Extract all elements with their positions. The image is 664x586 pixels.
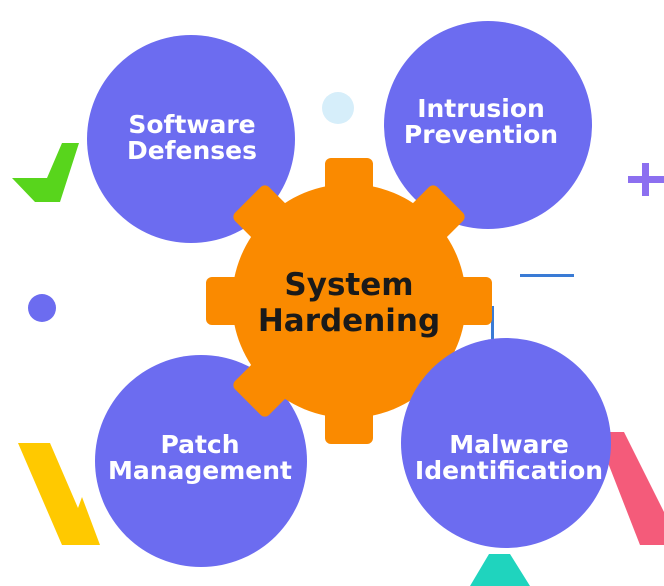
purple-dot-decoration: [28, 294, 56, 322]
software-defenses-label-line2: Defenses: [127, 136, 257, 165]
patch-management-label-line1: Patch: [160, 430, 239, 459]
center-title-line2: Hardening: [258, 303, 440, 339]
pink-stripe-decoration: [596, 432, 664, 545]
green-check-decoration: [12, 143, 79, 202]
blue-dash-vertical: [491, 306, 494, 339]
intrusion-prevention-circle: [384, 21, 592, 229]
intrusion-prevention-label-line2: Prevention: [404, 120, 558, 149]
intrusion-prevention-label-line1: Intrusion: [417, 94, 545, 123]
malware-identification-circle: [401, 338, 611, 548]
center-title-line1: System: [284, 267, 413, 303]
malware-identification-label-line2: Identification: [415, 456, 603, 485]
teal-triangle-decoration: [470, 554, 530, 586]
light-blue-dot-decoration: [322, 92, 354, 124]
yellow-chevron-decoration: [18, 443, 100, 545]
plus-decoration: [628, 163, 664, 196]
patch-management-label-line2: Management: [108, 456, 292, 485]
software-defenses-circle: [87, 35, 295, 243]
software-defenses-label-line1: Software: [128, 110, 255, 139]
malware-identification-label-line1: Malware: [449, 430, 569, 459]
blue-dash-horizontal: [520, 274, 574, 277]
